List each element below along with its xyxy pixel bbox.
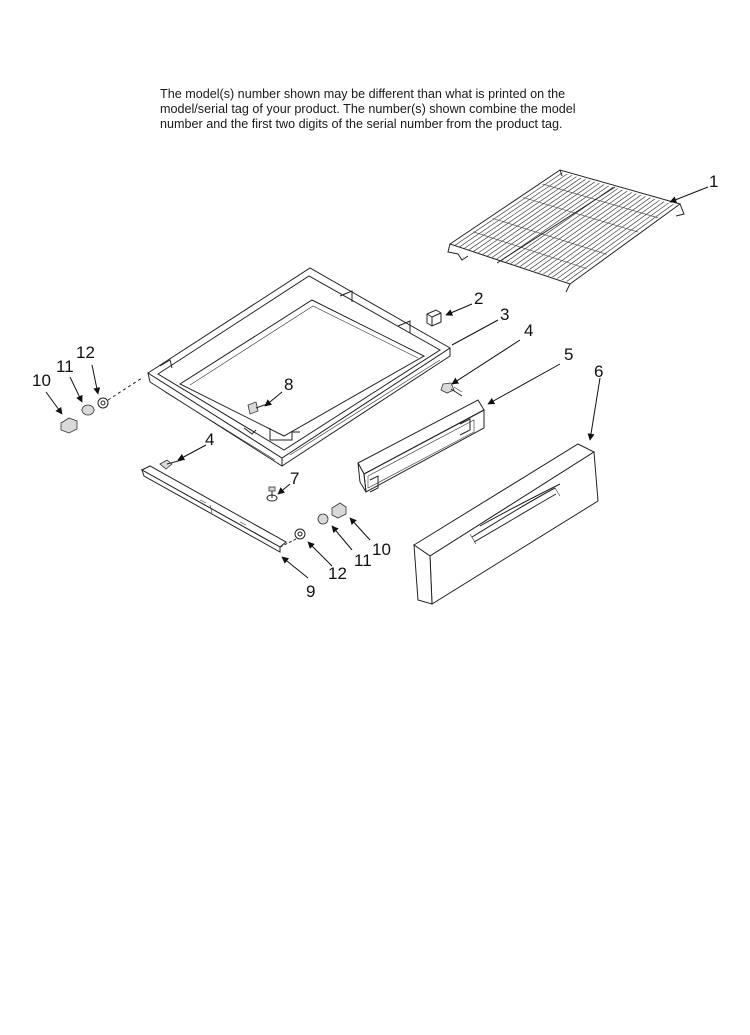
rack-crossbar <box>540 183 661 219</box>
rack-wire <box>519 189 630 268</box>
rack-wire <box>495 182 607 260</box>
rack-wire <box>555 199 667 280</box>
rack-wire <box>468 174 579 251</box>
callout-2: 2 <box>474 289 483 308</box>
callout-3: 3 <box>500 305 509 324</box>
rack-crossbar <box>489 217 610 256</box>
model-number-notice: The model(s) number shown may be differe… <box>160 87 620 132</box>
rack-clip <box>426 309 442 327</box>
callout-6: 6 <box>594 362 603 381</box>
callout-10-left: 10 <box>32 371 51 390</box>
rack-wire <box>500 184 611 262</box>
notice-line-1: The model(s) number shown may be differe… <box>160 87 566 101</box>
callout-10-lower: 10 <box>372 540 391 559</box>
rack-crossbar <box>469 230 590 270</box>
callout-12-left: 12 <box>76 343 95 362</box>
notice-line-2: model/serial tag of your product. The nu… <box>160 102 576 116</box>
callout-11-left: 11 <box>56 357 74 376</box>
rack-wire <box>482 178 593 256</box>
callout-7: 7 <box>290 469 299 488</box>
callout-5: 5 <box>564 345 573 364</box>
rack-wire <box>560 201 671 282</box>
callout-9: 9 <box>306 582 315 601</box>
drawer-front-panel <box>413 443 599 605</box>
callout-12-lower: 12 <box>328 564 347 583</box>
screw-lower <box>159 459 183 470</box>
notice-line-3: number and the first two digits of the s… <box>160 117 563 131</box>
rack-wire <box>491 181 602 259</box>
drawer-pan <box>147 267 451 467</box>
leveling-foot <box>266 486 278 502</box>
callout-labels: 1 2 3 4 5 6 8 4 7 9 10 11 12 10 11 12 <box>32 172 718 601</box>
leader-arrows <box>45 186 709 579</box>
rack-wire <box>514 188 625 266</box>
rack-wire <box>565 202 676 282</box>
callout-1: 1 <box>709 172 718 191</box>
slide-rail <box>140 465 301 553</box>
rack-wire <box>528 191 639 271</box>
rack-wire <box>486 180 598 257</box>
rack-wire <box>551 198 662 279</box>
fastener-group-lower <box>294 502 347 540</box>
rack-wire <box>459 172 570 248</box>
screw-upper <box>440 382 463 397</box>
rack-wire <box>509 186 621 265</box>
fastener-group-left <box>60 377 143 434</box>
slide-bracket <box>357 399 485 493</box>
rack-wire <box>463 173 575 249</box>
rack-wire <box>454 172 565 246</box>
rack-wire <box>472 176 584 252</box>
callout-8: 8 <box>284 375 293 394</box>
rack-crossbar <box>520 196 641 234</box>
rack-wire <box>546 197 658 277</box>
rack-wire <box>537 194 648 274</box>
rack-wire <box>532 193 644 272</box>
oven-rack <box>447 169 685 293</box>
callout-11-lower: 11 <box>354 551 372 570</box>
rack-wire <box>523 190 635 269</box>
rack-wires <box>454 172 676 282</box>
rack-wire <box>477 177 588 254</box>
callout-4-upper: 4 <box>524 321 533 340</box>
rack-wire <box>542 195 653 276</box>
callout-4-lower: 4 <box>205 430 214 449</box>
